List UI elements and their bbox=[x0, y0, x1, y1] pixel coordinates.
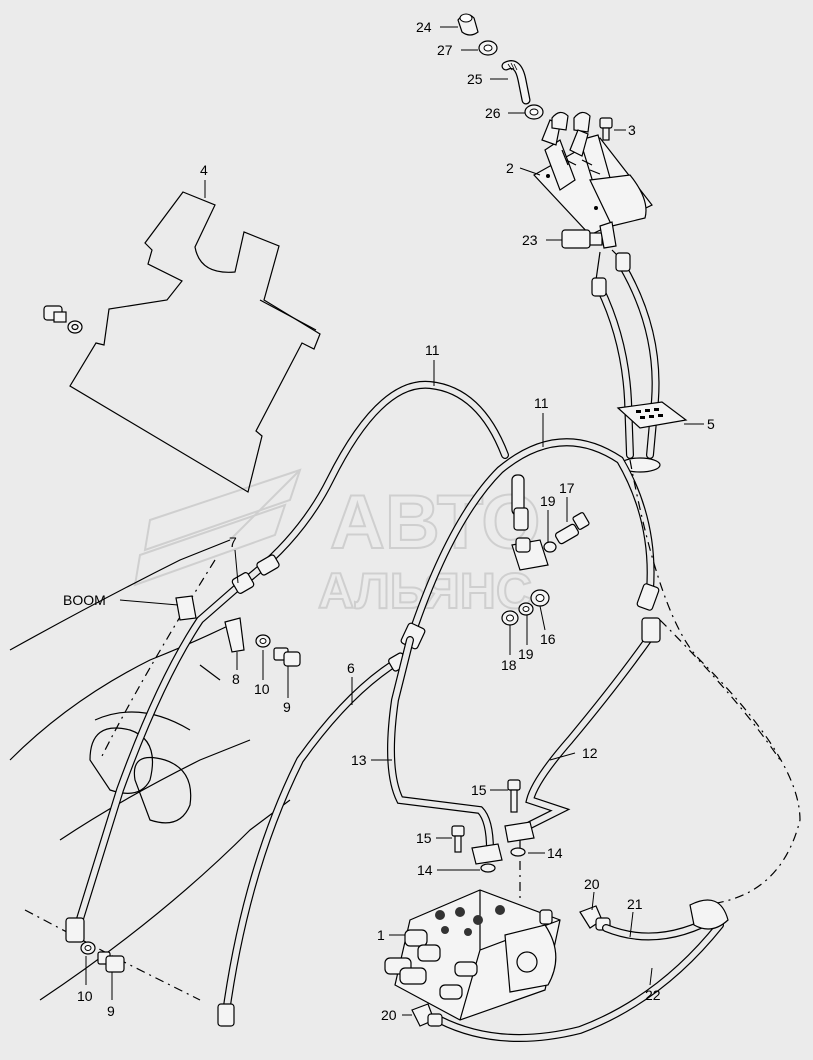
leader-lines bbox=[85, 26, 704, 1016]
nut-part-26 bbox=[524, 104, 544, 120]
washer-part-10-lower bbox=[80, 941, 96, 955]
label-24: 24 bbox=[416, 19, 432, 35]
hose-part-11-short bbox=[406, 438, 655, 644]
label-9-lower: 9 bbox=[107, 1003, 115, 1019]
watermark-logo bbox=[133, 468, 321, 587]
pipe-part-13 bbox=[387, 636, 494, 854]
label-21: 21 bbox=[627, 896, 643, 912]
boom-arm bbox=[9, 539, 291, 1001]
label-15-lower: 15 bbox=[416, 830, 432, 846]
hose-part-11-long bbox=[236, 380, 509, 589]
label-1: 1 bbox=[377, 927, 385, 943]
label-13: 13 bbox=[351, 752, 367, 768]
bolt-part-17 bbox=[554, 512, 590, 545]
o-rings-part-14 bbox=[480, 847, 526, 873]
label-23: 23 bbox=[522, 232, 538, 248]
cover-plate-part-4 bbox=[69, 191, 321, 493]
label-11-short: 11 bbox=[534, 395, 549, 411]
label-9-upper: 9 bbox=[283, 699, 291, 715]
label-18: 18 bbox=[501, 657, 517, 673]
label-4: 4 bbox=[200, 162, 208, 178]
washer-part-19-upper bbox=[543, 541, 557, 553]
bolt-part-3 bbox=[599, 117, 613, 141]
bolt-part-9-upper bbox=[273, 647, 301, 667]
pipe-part-7 bbox=[71, 572, 255, 939]
washer-part-19-lower bbox=[518, 602, 534, 616]
label-8: 8 bbox=[232, 671, 240, 687]
label-boom: BOOM bbox=[63, 592, 106, 608]
label-17: 17 bbox=[559, 480, 575, 496]
label-19-lower: 19 bbox=[518, 646, 534, 662]
label-20-lower: 20 bbox=[381, 1007, 397, 1023]
fitting-part-20-lower bbox=[411, 1003, 443, 1027]
label-2: 2 bbox=[506, 160, 514, 176]
label-19-upper: 19 bbox=[540, 493, 556, 509]
label-6: 6 bbox=[347, 660, 355, 676]
watermark-line1: АВТО bbox=[330, 480, 541, 565]
flange-blocks bbox=[471, 821, 535, 865]
label-10-upper: 10 bbox=[254, 681, 270, 697]
label-27: 27 bbox=[437, 42, 453, 58]
nut-part-27 bbox=[478, 40, 498, 56]
rod-part-25 bbox=[501, 60, 531, 105]
label-16: 16 bbox=[540, 631, 556, 647]
label-14-left: 14 bbox=[417, 862, 433, 878]
nut-part-18 bbox=[501, 610, 519, 626]
label-3: 3 bbox=[628, 122, 636, 138]
label-20-upper: 20 bbox=[584, 876, 600, 892]
joystick-valve-part-2 bbox=[533, 111, 653, 236]
control-valve-part-1 bbox=[384, 889, 561, 1021]
label-26: 26 bbox=[485, 105, 501, 121]
label-12: 12 bbox=[582, 745, 598, 761]
fitting-part-23 bbox=[561, 221, 617, 249]
label-7: 7 bbox=[229, 534, 237, 550]
nut-part-16 bbox=[530, 589, 550, 607]
label-11-long: 11 bbox=[425, 342, 440, 358]
label-10-lower: 10 bbox=[77, 988, 93, 1004]
bolt-with-washer-cover bbox=[43, 305, 83, 334]
bolts-part-15 bbox=[451, 779, 521, 853]
knob-part-24 bbox=[457, 13, 479, 36]
pipe-part-12 bbox=[525, 617, 661, 829]
pipe-part-6 bbox=[217, 652, 408, 1027]
label-5: 5 bbox=[707, 416, 715, 432]
label-14-right: 14 bbox=[547, 845, 563, 861]
label-15-upper: 15 bbox=[471, 782, 487, 798]
bracket-part-8 bbox=[175, 595, 245, 653]
hose-sleeve-lower bbox=[689, 899, 729, 930]
label-22: 22 bbox=[645, 987, 661, 1003]
label-25: 25 bbox=[467, 71, 483, 87]
part-labels: 24 27 25 26 3 2 4 23 11 11 5 19 17 7 BOO… bbox=[63, 19, 715, 1023]
pilot-hoses-upper bbox=[591, 249, 660, 459]
bolt-part-9-lower bbox=[97, 951, 125, 973]
washer-part-10-upper bbox=[255, 634, 271, 648]
hose-part-22 bbox=[436, 921, 724, 1042]
port-block-part-5 bbox=[616, 401, 688, 429]
clamp-lower-left bbox=[65, 917, 85, 943]
clamp-bracket-upper bbox=[511, 537, 549, 571]
